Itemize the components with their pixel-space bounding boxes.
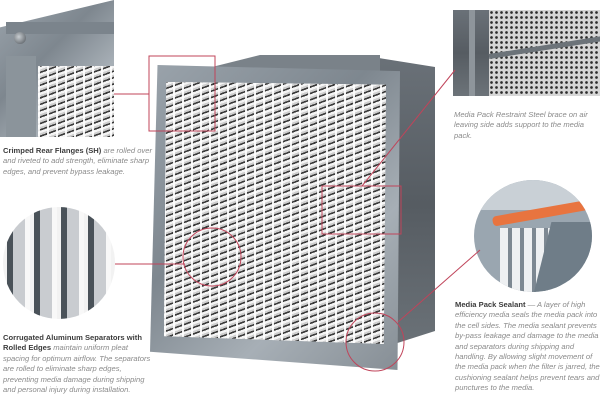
filter-media-pack: [164, 82, 386, 344]
callout-text: maintain uniform pleat spacing for optim…: [3, 343, 151, 395]
callout-media-pack-restraint: Media Pack Restraint Steel brace on air …: [454, 110, 600, 141]
callout-corrugated-separators: Corrugated Aluminum Separators with Roll…: [3, 333, 153, 395]
callout-title: Media Pack Sealant: [455, 300, 526, 309]
inset-crimped-flange: [0, 0, 114, 137]
filter-unit: [150, 55, 435, 370]
callout-text: are rolled over and riveted to add stren…: [3, 146, 152, 176]
inset-media-sealant: [474, 180, 592, 292]
inset-corrugated-separators: [3, 207, 115, 319]
inset-media-restraint: [453, 10, 600, 96]
callout-crimped-rear-flanges: Crimped Rear Flanges (SH) are rolled ove…: [3, 146, 158, 177]
callout-text: Media Pack Restraint Steel brace on air …: [454, 110, 588, 140]
callout-text: — A layer of high efficiency media seals…: [455, 300, 600, 393]
callout-title: Crimped Rear Flanges (SH): [3, 146, 102, 155]
callout-media-pack-sealant: Media Pack Sealant — A layer of high eff…: [455, 300, 600, 394]
rivet-icon: [14, 32, 26, 44]
callout-title: Corrugated Aluminum Separators with Roll…: [3, 333, 142, 353]
